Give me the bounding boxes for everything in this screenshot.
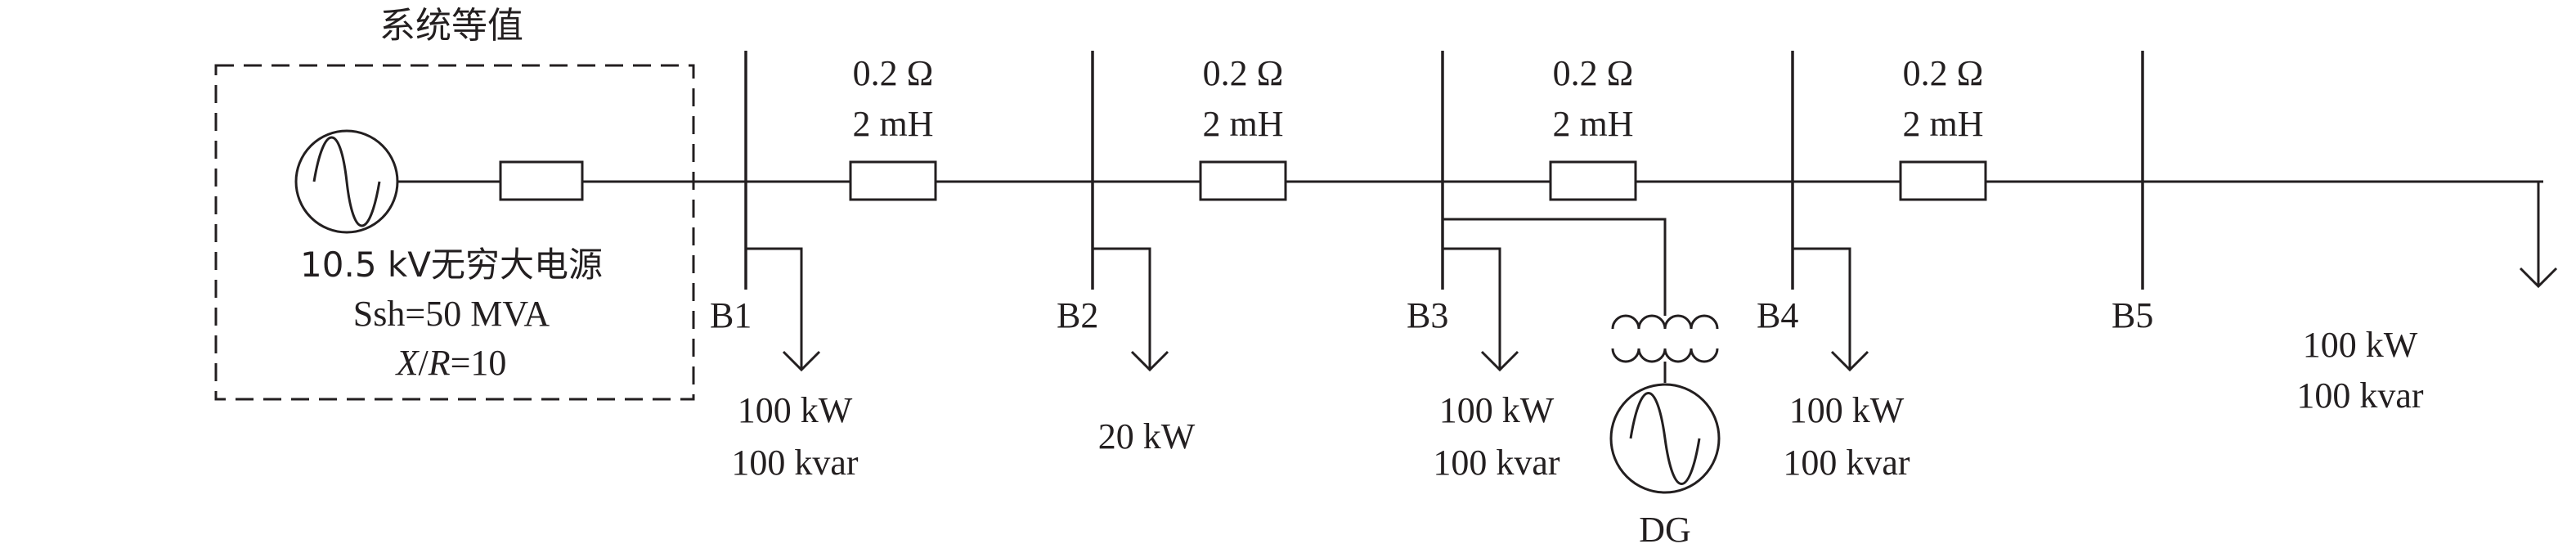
line-inductance-label: 2 mH [1553, 104, 1634, 144]
system-equivalent-block: 系统等值 10.5 kV无穷大电源 Ssh=50 MVA X/R=10 [214, 5, 695, 401]
source-impedance-resistor [499, 160, 584, 201]
line-resistance-label: 0.2 Ω [1553, 53, 1634, 93]
load-feeder-wire [746, 247, 803, 370]
load-arrow-icon [1130, 350, 1169, 372]
ac-source-icon [294, 129, 399, 234]
distributed-generator: DG [1443, 218, 1721, 550]
load-reactive-power: 100 kvar [1433, 443, 1560, 483]
line-impedance-resistor [1549, 160, 1637, 201]
line-inductance-label: 2 mH [853, 104, 934, 144]
line-impedance-resistor [1199, 160, 1287, 201]
load-active-power: 20 kW [1098, 416, 1196, 456]
load-reactive-power: 100 kvar [1783, 443, 1910, 483]
load-active-power: 100 kW [1789, 390, 1905, 430]
bus-label: B1 [710, 295, 752, 335]
load-feeder-wire [1443, 247, 1501, 370]
line-inductance-label: 2 mH [1903, 104, 1984, 144]
load-active-power: 100 kW [1439, 390, 1555, 430]
system-equivalent-dashed-box [214, 64, 695, 401]
line-segment-3: 0.2 Ω 2 mH [1549, 53, 1637, 201]
source-rating-label: 10.5 kV无穷大电源 [300, 245, 603, 285]
transformer-icon [1611, 309, 1719, 383]
xr-ratio-label: X/R=10 [395, 343, 507, 383]
dg-feeder-wire [1443, 218, 1667, 309]
line-segment-2: 0.2 Ω 2 mH [1199, 53, 1287, 201]
line-resistance-label: 0.2 Ω [853, 53, 934, 93]
load-feeder-wire [1793, 247, 1851, 370]
load-arrow-icon [1480, 350, 1519, 372]
line-impedance-resistor [849, 160, 937, 201]
dg-label: DG [1639, 510, 1691, 550]
load-active-power: 100 kW [2303, 325, 2418, 365]
load-arrow-icon [1830, 350, 1869, 372]
load-arrow-icon [782, 350, 821, 372]
dg-generator-icon [1609, 383, 1721, 494]
bus-label: B2 [1057, 295, 1098, 335]
line-resistance-label: 0.2 Ω [1903, 53, 1984, 93]
line-inductance-label: 2 mH [1203, 104, 1284, 144]
line-segment-4: 0.2 Ω 2 mH [1899, 53, 1987, 201]
bus-b2: B2 20 kW [1057, 51, 1196, 456]
bus-label: B3 [1407, 295, 1448, 335]
load-active-power: 100 kW [738, 390, 853, 430]
bus-b1: B1 100 kW 100 kvar [710, 51, 859, 483]
system-equivalent-title: 系统等值 [379, 5, 523, 47]
bus-b3: B3 100 kW 100 kvar [1407, 51, 1560, 483]
short-circuit-capacity-label: Ssh=50 MVA [353, 294, 550, 334]
bus-b4: B4 100 kW 100 kvar [1757, 51, 1910, 483]
line-resistance-label: 0.2 Ω [1203, 53, 1284, 93]
line-segment-1: 0.2 Ω 2 mH [849, 53, 937, 201]
bus-b5: B5 100 kW 100 kvar [2112, 51, 2558, 416]
load-reactive-power: 100 kvar [731, 443, 859, 483]
bus-label: B5 [2112, 295, 2153, 335]
load-reactive-power: 100 kvar [2296, 375, 2424, 416]
load-arrow-icon [2519, 267, 2558, 289]
line-impedance-resistor [1899, 160, 1987, 201]
load-feeder-wire [1093, 247, 1151, 370]
bus-label: B4 [1757, 295, 1798, 335]
